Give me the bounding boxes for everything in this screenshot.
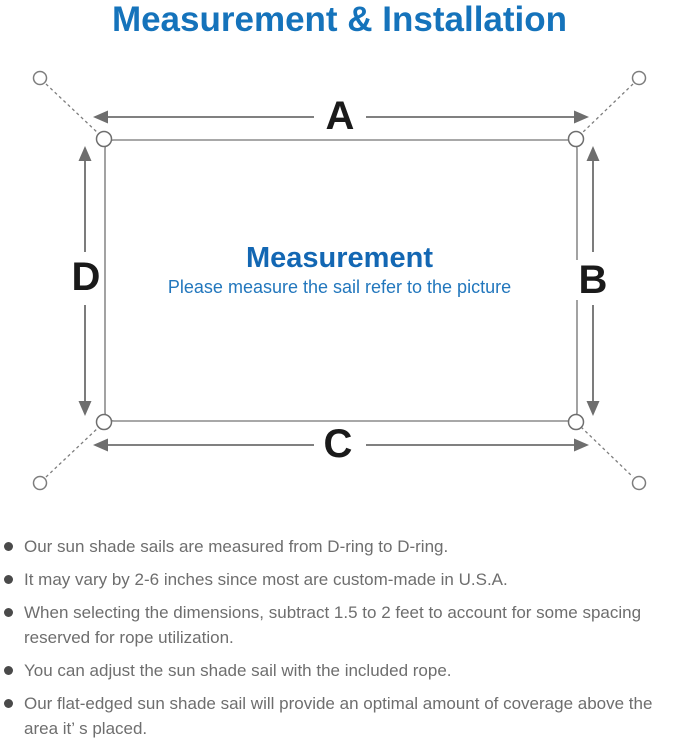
note-text: It may vary by 2-6 inches since most are… bbox=[24, 570, 508, 589]
anchor-point-icon-top-left bbox=[32, 70, 48, 86]
page-title: Measurement & Installation bbox=[111, 0, 568, 39]
dimension-label-c: C bbox=[320, 424, 356, 464]
measurement-subtitle: Please measure the sail refer to the pic… bbox=[167, 277, 512, 297]
note-text: Our sun shade sails are measured from D-… bbox=[24, 537, 449, 556]
arrowhead-c-left bbox=[93, 438, 108, 452]
d-ring-icon-bottom-right bbox=[567, 413, 585, 431]
dashed-tie-top-right bbox=[580, 83, 634, 135]
arrowhead-b-up bbox=[586, 146, 600, 161]
anchor-point-icon-top-right bbox=[631, 70, 647, 86]
d-ring-icon-bottom-left bbox=[95, 413, 113, 431]
note-text: When selecting the dimensions, subtract … bbox=[24, 603, 642, 647]
arrowhead-c-right bbox=[574, 438, 589, 452]
note-item: When selecting the dimensions, subtract … bbox=[3, 600, 671, 650]
anchor-point-icon-bottom-right bbox=[631, 475, 647, 491]
bullet-icon bbox=[4, 575, 13, 584]
arrowhead-d-up bbox=[78, 146, 92, 161]
dimension-label-a: A bbox=[322, 96, 358, 136]
bullet-icon bbox=[4, 542, 13, 551]
note-item: Our sun shade sails are measured from D-… bbox=[3, 534, 671, 559]
note-item: Our flat-edged sun shade sail will provi… bbox=[3, 691, 671, 739]
d-ring-icon-top-right bbox=[567, 130, 585, 148]
dashed-tie-top-left bbox=[45, 83, 100, 135]
dashed-tie-bottom-left bbox=[45, 426, 100, 478]
measurement-diagram bbox=[32, 70, 647, 491]
anchor-point-icon-bottom-left bbox=[32, 475, 48, 491]
arrowhead-a-left bbox=[93, 110, 108, 124]
bullet-icon bbox=[4, 666, 13, 675]
dimension-label-d: D bbox=[68, 257, 104, 297]
measurement-heading: Measurement bbox=[246, 242, 433, 274]
bullet-icon bbox=[4, 608, 13, 617]
arrowhead-d-down bbox=[78, 401, 92, 416]
arrowhead-b-down bbox=[586, 401, 600, 416]
dashed-tie-bottom-right bbox=[580, 426, 634, 478]
bullet-icon bbox=[4, 699, 13, 708]
note-item: It may vary by 2-6 inches since most are… bbox=[3, 567, 671, 592]
dimension-label-b: B bbox=[575, 260, 611, 300]
arrowhead-a-right bbox=[574, 110, 589, 124]
note-text: Our flat-edged sun shade sail will provi… bbox=[24, 694, 653, 738]
note-text: You can adjust the sun shade sail with t… bbox=[24, 661, 452, 680]
notes-list: Our sun shade sails are measured from D-… bbox=[3, 534, 671, 739]
note-item: You can adjust the sun shade sail with t… bbox=[3, 658, 671, 683]
d-ring-icon-top-left bbox=[95, 130, 113, 148]
